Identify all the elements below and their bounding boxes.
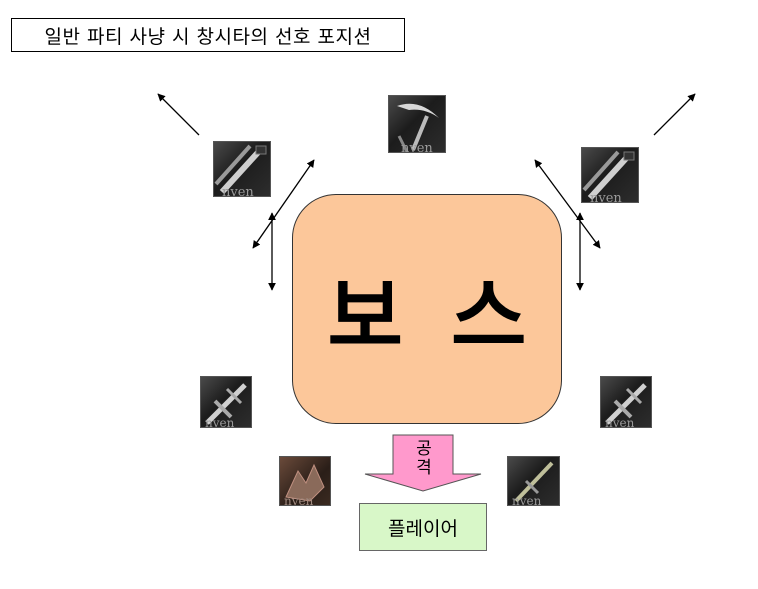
attack-label-line1: 공 <box>416 439 432 459</box>
svg-text:nven: nven <box>605 416 635 428</box>
heavy-blade-weapon-icon: nven <box>200 376 252 428</box>
scythe-weapon-icon: nven <box>388 95 446 153</box>
svg-text:nven: nven <box>284 494 314 506</box>
svg-text:nven: nven <box>401 141 433 153</box>
svg-text:nven: nven <box>205 416 235 428</box>
attack-label: 공 격 <box>394 437 454 481</box>
boss-box: 보스 <box>292 194 562 424</box>
svg-text:nven: nven <box>222 185 254 197</box>
svg-text:nven: nven <box>512 494 542 506</box>
move-arrow-right-diagonal <box>534 159 601 249</box>
boss-label: 보스 <box>327 269 575 365</box>
long-sword-weapon-icon: nven <box>507 456 560 506</box>
dual-blade-weapon-icon: nven <box>581 147 639 203</box>
beast-claw-weapon-icon: nven <box>279 456 331 506</box>
svg-text:nven: nven <box>590 191 622 203</box>
player-label: 플레이어 <box>388 517 458 540</box>
player-box: 플레이어 <box>359 503 487 551</box>
attack-arrow <box>364 434 482 492</box>
escape-arrow-top-right <box>653 93 696 136</box>
dual-blade-weapon-icon: nven <box>213 141 271 197</box>
heavy-blade-weapon-icon: nven <box>600 376 652 428</box>
escape-arrow-top-left <box>157 93 200 136</box>
diagram-title: 일반 파티 사냥 시 창시타의 선호 포지션 <box>11 18 405 52</box>
move-arrow-left-diagonal <box>252 159 315 249</box>
attack-label-line2: 격 <box>416 458 432 478</box>
diagram-title-text: 일반 파티 사냥 시 창시타의 선호 포지션 <box>44 25 372 48</box>
